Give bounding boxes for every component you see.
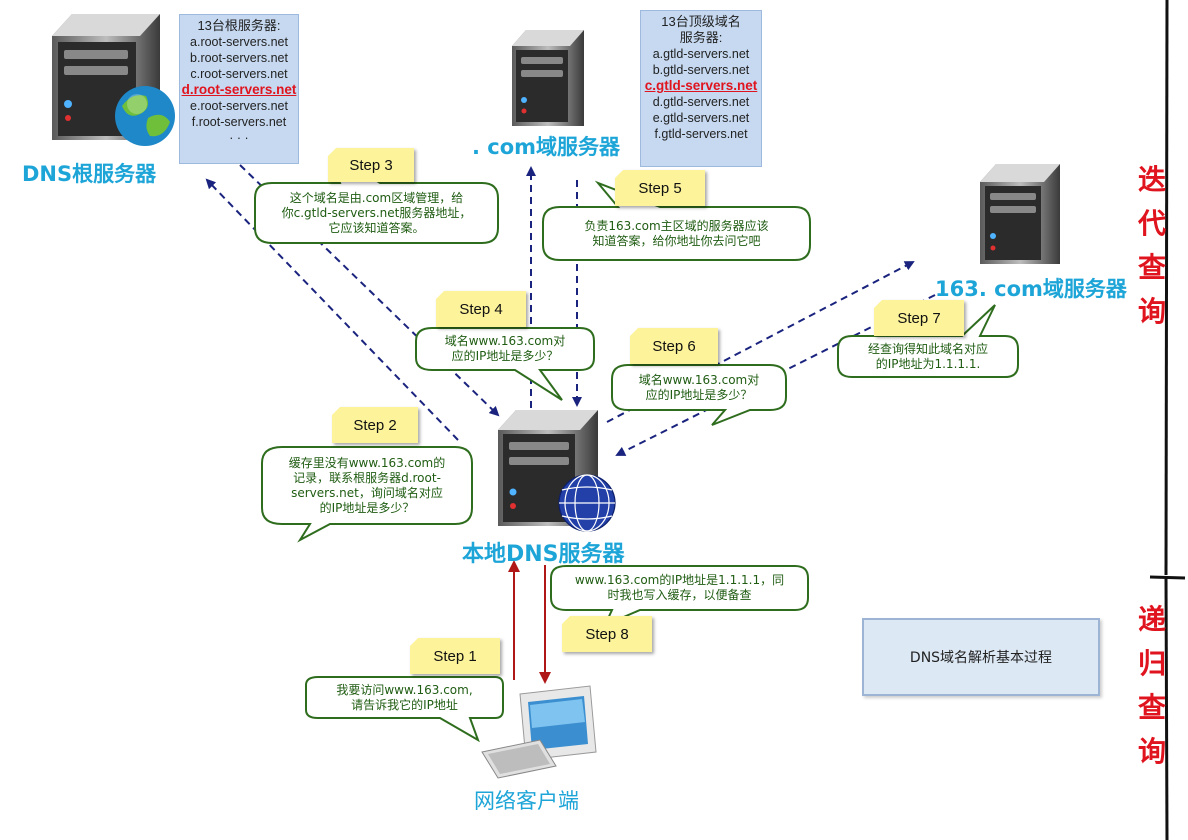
bubble-step1 [305,676,504,743]
bubble-step7 [837,304,1019,378]
root-list-item: c.root-servers.net [190,67,288,81]
s163-server-label: 163. com域服务器 [935,277,1127,301]
gtld-list-item: d.gtld-servers.net [652,95,750,109]
globe-icon [115,86,175,146]
gtld-list-item: a.gtld-servers.net [652,47,750,61]
recursive-query-label: 递 归 查 询 [1137,603,1166,768]
root-list-item-highlight: d.root-servers.net [181,82,297,97]
bubble-step4-text: 域名www.163.com对 应的IP地址是多少？ [444,334,566,363]
root-list-item: f.root-servers.net [191,115,287,129]
gtld-list-title-2: 服务器: [679,30,723,45]
bubble-step2-text: 缓存里没有www.163.com的 记录，联系根服务器d.root- serve… [288,455,446,515]
com-server-label: . com域服务器 [472,135,621,159]
root-list-title: 13台根服务器: [197,18,281,33]
step7-note: Step 7 [873,299,964,336]
step1-note: Step 1 [409,637,500,674]
step2-note: Step 2 [331,406,418,443]
root-list-item: e.root-servers.net [190,99,288,113]
gtld-list-title-1: 13台顶级域名 [661,14,741,29]
arrow-step6 [606,261,915,423]
diagram-title-box: DNS域名解析基本过程 [862,618,1100,696]
step8-note: Step 8 [561,615,652,652]
step6-note: Step 6 [629,327,718,364]
client-label: 网络客户端 [474,789,579,813]
gtld-list-item: f.gtld-servers.net [654,127,748,141]
bubble-step7-text: 经查询得知此域名对应 的IP地址为1.1.1.1. [867,341,988,371]
gtld-servers-list: 13台顶级域名 服务器: a.gtld-servers.net b.gtld-s… [640,10,762,167]
bubble-step3-text: 这个域名是由.com区域管理，给 你c.gtld-servers.net服务器地… [281,190,472,235]
bubble-step5-text: 负责163.com主区域的服务器应该 知道答案，给你地址你去问它吧 [584,218,769,248]
step3-note: Step 3 [327,147,414,182]
bubble-step1-text: 我要访问www.163.com, 请告诉我它的IP地址 [336,682,473,712]
client-computer-icon [481,685,597,779]
bubble-step6-text: 域名www.163.com对 应的IP地址是多少？ [638,372,760,402]
bubble-step2 [261,446,473,543]
s163-server-icon [980,164,1060,264]
network-globe-icon [558,474,616,532]
gtld-list-item: e.gtld-servers.net [652,111,750,125]
arrows-recursive [508,560,551,684]
iterative-query-label: 迭 代 查 询 [1137,163,1166,328]
step5-note: Step 5 [614,169,705,206]
bubble-step3 [254,147,499,244]
com-server-icon [512,30,584,126]
side-separator [1149,0,1186,840]
gtld-list-item: b.gtld-servers.net [652,63,750,77]
root-servers-list: 13台根服务器: a.root-servers.net b.root-serve… [179,14,299,164]
bubble-step8-text: www.163.com的IP地址是1.1.1.1，同 时我也写入缓存，以便备查 [574,573,785,602]
root-list-item: b.root-servers.net [190,51,288,65]
arrow-step2 [205,178,459,441]
local-server-label: 本地DNS服务器 [462,542,625,567]
step4-note: Step 4 [435,290,526,327]
bubble-step5 [542,180,811,261]
root-server-label: DNS根服务器 [22,162,157,186]
bubble-step6 [611,364,787,426]
bubble-step4 [415,327,595,401]
root-list-item: a.root-servers.net [190,35,288,49]
gtld-list-item-highlight: c.gtld-servers.net [644,78,758,93]
speech-bubbles [254,147,1019,743]
root-list-ellipsis: · · · [229,131,249,145]
